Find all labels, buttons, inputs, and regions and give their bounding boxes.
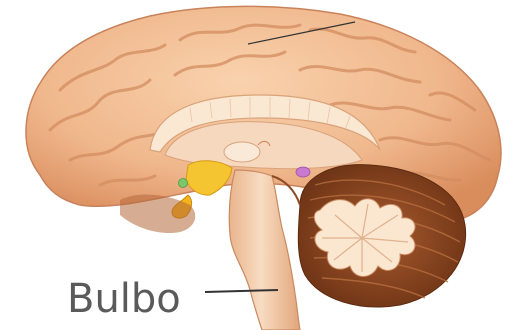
optic-chiasm [179,179,188,188]
hypothalamus [186,161,232,195]
pineal-gland [296,167,310,177]
bulbo-label: Bulbo [67,279,181,319]
cut-off-label: s [0,212,2,250]
brainstem [229,170,300,330]
interthalamic-adhesion [224,142,260,162]
